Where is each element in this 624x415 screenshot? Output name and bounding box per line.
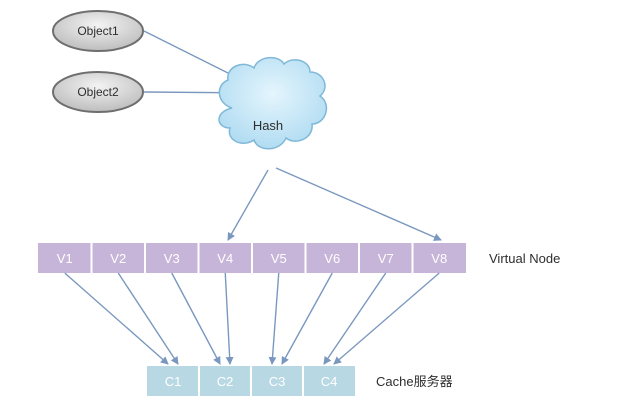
vnode-v7: V7: [378, 251, 394, 266]
cache-server-bar: C1 C2 C3 C4: [147, 366, 355, 396]
virtual-node-bar: V1 V2 V3 V4 V5 V6 V7 V8: [38, 243, 466, 273]
cache-server-caption: Cache服务器: [376, 374, 453, 389]
hash-cloud: Hash: [218, 56, 328, 150]
cache-c2: C2: [217, 374, 234, 389]
vnode-v8: V8: [431, 251, 447, 266]
virtual-node-caption: Virtual Node: [489, 251, 560, 266]
object2-label: Object2: [77, 85, 119, 99]
cache-c3: C3: [269, 374, 286, 389]
vnode-v1: V1: [57, 251, 73, 266]
vnode-v3: V3: [164, 251, 180, 266]
vnode-v6: V6: [324, 251, 340, 266]
cache-c4: C4: [321, 374, 338, 389]
vnode-v4: V4: [217, 251, 233, 266]
vnode-to-cache-arrows: [64, 272, 440, 365]
arrow-v5-c3: [268, 272, 280, 365]
hash-label: Hash: [253, 118, 283, 133]
object1-node: Object1: [52, 10, 144, 52]
cache-c1: C1: [165, 374, 182, 389]
object1-label: Object1: [77, 24, 119, 38]
vnode-v5: V5: [271, 251, 287, 266]
arrow-hash-v4: [227, 169, 269, 241]
arrow-v6-c3: [281, 272, 333, 365]
object2-node: Object2: [52, 71, 144, 113]
vnode-v2: V2: [110, 251, 126, 266]
arrow-v2-c1: [117, 272, 179, 365]
arrow-v3-c2: [171, 272, 221, 365]
arrow-v4-c2: [224, 272, 234, 365]
hash-to-vnode-arrows: [227, 167, 442, 241]
arrow-v8-c4: [333, 272, 440, 365]
arrow-v7-c4: [323, 272, 387, 365]
arrow-v1-c1: [64, 272, 169, 365]
arrow-hash-v8: [275, 167, 442, 241]
